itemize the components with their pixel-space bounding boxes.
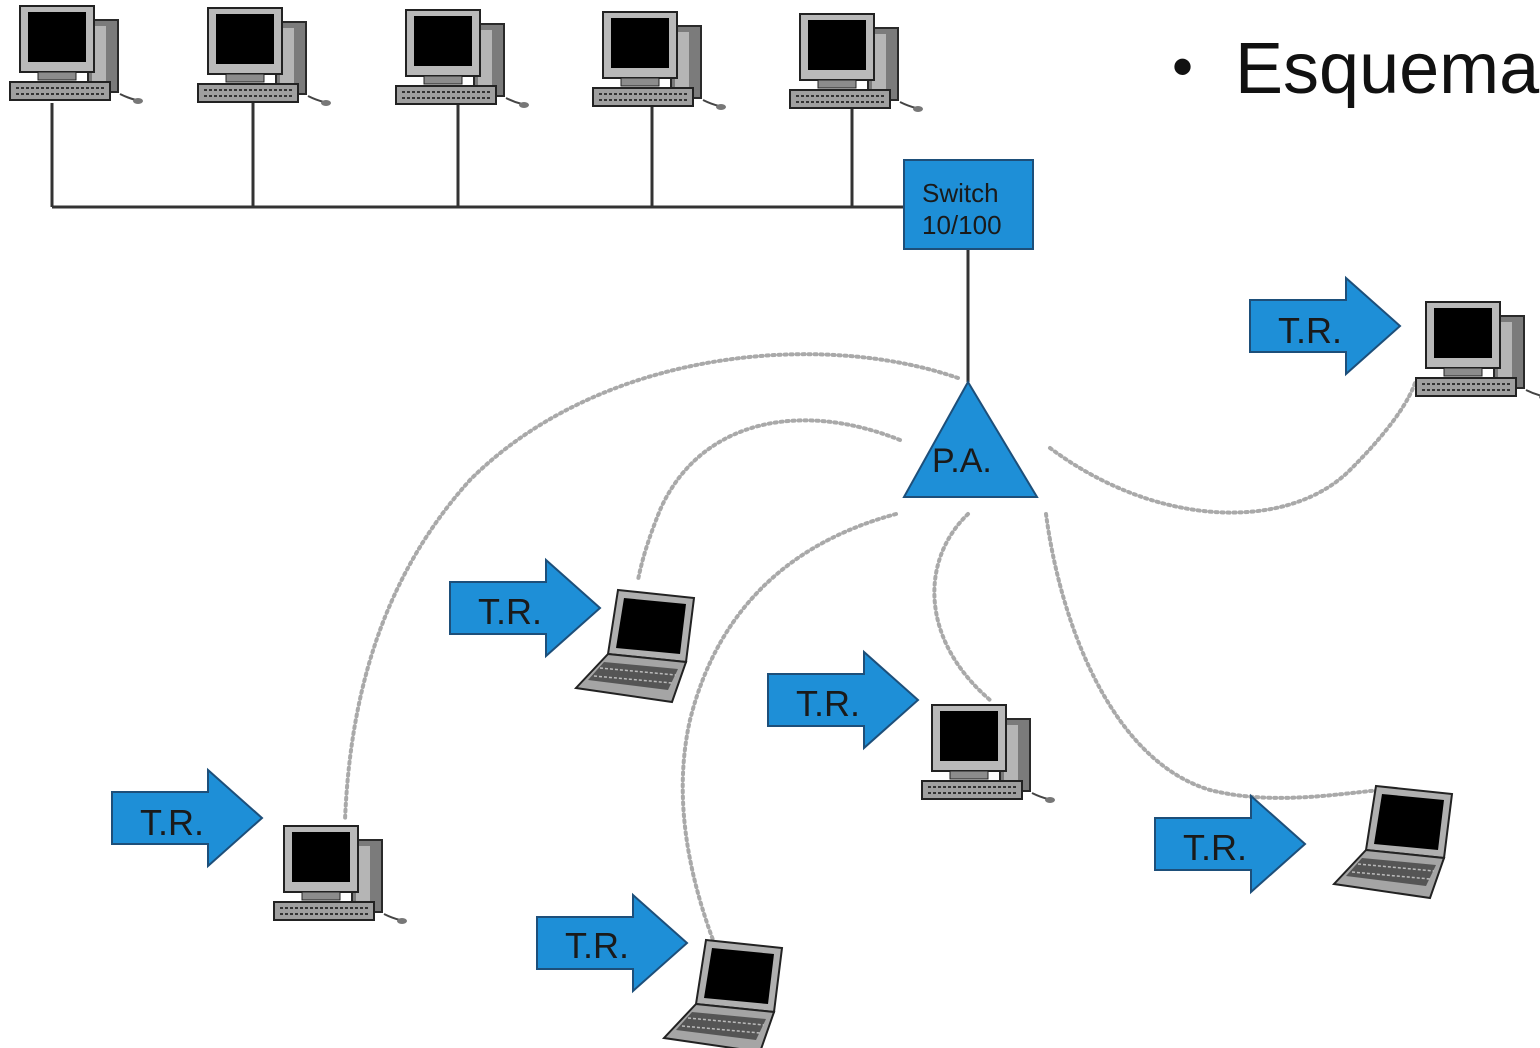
wired-host-5	[789, 13, 924, 113]
wireless-client-6: T.R.	[536, 894, 783, 1048]
switch-box: Switch 10/100	[903, 159, 1034, 250]
wired-host-3	[395, 9, 530, 109]
wired-host-4	[592, 11, 727, 111]
wired-host-1	[9, 5, 144, 105]
tr-label-5: T.R.	[1183, 827, 1247, 868]
switch-label-line1: Switch	[922, 178, 999, 208]
client-device-6-laptop-icon	[663, 939, 783, 1048]
wired-host-2	[197, 7, 332, 107]
access-point: P.A.	[902, 380, 1039, 498]
access-point-label: P.A.	[932, 442, 992, 480]
client-device-3-desktop-computer-icon	[921, 704, 1056, 804]
tr-label-1: T.R.	[1278, 310, 1342, 351]
tr-label-3: T.R.	[796, 683, 860, 724]
wireless-client-3: T.R.	[767, 651, 1056, 804]
bullet-heading: • Esquema	[1172, 28, 1539, 110]
bullet-dot: •	[1172, 33, 1194, 100]
wireless-client-2: T.R.	[449, 559, 695, 703]
client-device-1-desktop-computer-icon	[1415, 301, 1540, 401]
client-device-4-desktop-computer-icon	[273, 825, 408, 925]
tr-label-6: T.R.	[565, 925, 629, 966]
client-device-5-laptop-icon	[1333, 785, 1453, 899]
wireless-links	[343, 352, 1418, 950]
wireless-client-1: T.R.	[1249, 277, 1540, 401]
bullet-text: Esquema	[1235, 29, 1540, 109]
wireless-client-5: T.R.	[1154, 785, 1453, 899]
switch-label-line2: 10/100	[922, 210, 1002, 240]
wireless-client-4: T.R.	[111, 769, 408, 925]
wired-backbone	[50, 103, 970, 382]
tr-label-2: T.R.	[478, 591, 542, 632]
tr-label-4: T.R.	[140, 802, 204, 843]
